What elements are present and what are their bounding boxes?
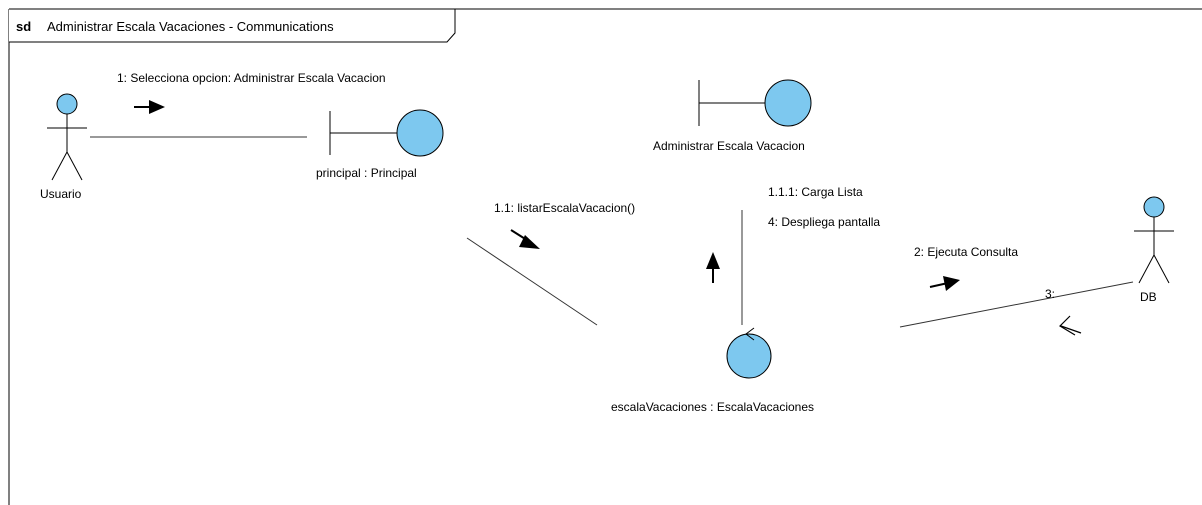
diagram-frame: sd Administrar Escala Vacaciones - Commu… (8, 8, 1202, 505)
actor-db-icon (1134, 196, 1174, 284)
escala-control-icon (726, 327, 772, 379)
message-3-label: 3: (1045, 287, 1055, 301)
message-2-label: 2: Ejecuta Consulta (914, 245, 1018, 259)
message-1-1-label: 1.1: listarEscalaVacacion() (494, 201, 635, 215)
message-2-arrow-icon (929, 276, 960, 291)
message-1-1-1-label: 1.1.1: Carga Lista (768, 185, 863, 199)
message-3-arrow-icon (1059, 315, 1082, 336)
actor-usuario-icon (47, 93, 87, 181)
admin-boundary-label: Administrar Escala Vacacion (653, 139, 805, 153)
message-4-label: 4: Despliega pantalla (768, 215, 880, 229)
escala-label: escalaVacaciones : EscalaVacaciones (611, 400, 814, 414)
message-1-label: 1: Selecciona opcion: Administrar Escala… (117, 71, 386, 85)
principal-label: principal : Principal (316, 166, 417, 180)
principal-boundary-icon (329, 109, 444, 157)
frame-title: Administrar Escala Vacaciones - Communic… (47, 19, 334, 34)
link-principal-escala (466, 237, 598, 326)
message-1-arrow-icon (134, 100, 165, 114)
db-label: DB (1140, 290, 1157, 304)
admin-boundary-icon (698, 79, 812, 127)
usuario-label: Usuario (40, 187, 82, 201)
frame-keyword: sd (16, 19, 31, 34)
message-1-1-arrow-icon (510, 229, 540, 249)
link-escala-db (899, 281, 1134, 328)
message-self-arrow-icon (706, 252, 720, 283)
